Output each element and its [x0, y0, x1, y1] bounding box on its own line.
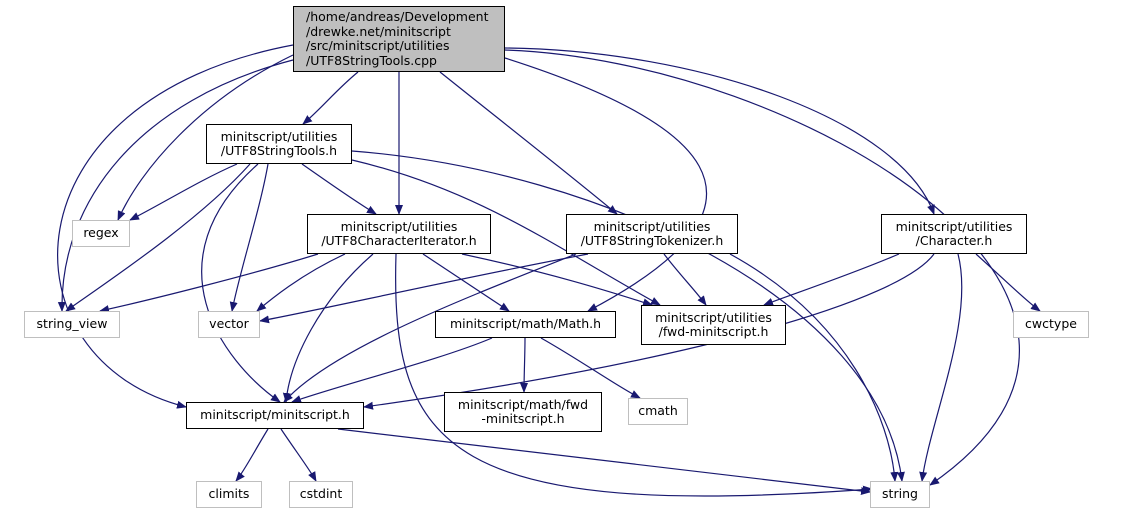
- node-utf8characteriterator-h[interactable]: minitscript/utilities /UTF8CharacterIter…: [307, 214, 491, 254]
- edge-root-to-character_h: [504, 47, 935, 215]
- edge-utf8stringtokenizer_h-to-vector: [259, 253, 589, 324]
- edge-root-to-string: [504, 49, 1020, 486]
- node-label-line: /src/minitscript/utilities: [306, 38, 450, 53]
- node-label-line: vector: [209, 316, 249, 332]
- node-utf8stringtools-h[interactable]: minitscript/utilities /UTF8StringTools.h: [206, 124, 352, 164]
- edge-utf8characteriterator_h-to-string_view: [99, 253, 319, 313]
- edge-minitscript_h-to-cstdint: [280, 428, 317, 482]
- node-label-line: -minitscript.h: [481, 411, 565, 426]
- node-vector: vector: [198, 311, 260, 338]
- node-label-line: /UTF8CharacterIterator.h: [321, 233, 477, 248]
- node-string: string: [870, 481, 930, 508]
- edge-root-to-string_view: [57, 59, 294, 312]
- node-label-line: cstdint: [299, 486, 343, 502]
- edge-utf8characteriterator_h-to-string: [395, 253, 873, 497]
- node-label-line: minitscript/utilities: [340, 218, 458, 234]
- node-label-line: /UTF8StringTokenizer.h: [580, 233, 724, 248]
- node-label-line: minitscript/utilities: [655, 309, 772, 325]
- edge-root-to-math_h: [504, 57, 707, 312]
- edge-minitscript_h-to-climits: [235, 428, 269, 482]
- edge-utf8stringtools_h-to-vector: [229, 163, 269, 312]
- node-minitscript-h[interactable]: minitscript/minitscript.h: [186, 402, 364, 429]
- edge-utf8characteriterator_h-to-math_h: [422, 253, 510, 312]
- node-math-fwd-minitscript-h[interactable]: minitscript/math/fwd -minitscript.h: [444, 392, 602, 432]
- edge-utf8stringtools_h-to-string_view: [65, 163, 251, 312]
- edge-root-to-minitscript_h: [57, 44, 294, 409]
- edge-utf8stringtokenizer_h-to-string: [729, 253, 899, 482]
- node-utf8stringtokenizer-h[interactable]: minitscript/utilities /UTF8StringTokeniz…: [566, 214, 738, 254]
- node-cstdint: cstdint: [289, 481, 353, 508]
- edge-utf8stringtools_h-to-string: [351, 150, 905, 482]
- node-label-line: /drewke.net/minitscript: [306, 23, 451, 39]
- node-string-view: string_view: [24, 311, 120, 338]
- node-label-line: minitscript/utilities: [593, 218, 711, 234]
- edge-utf8characteriterator_h-to-minitscript_h: [282, 253, 374, 403]
- edge-character_h-to-string: [919, 253, 963, 482]
- node-label-line: string_view: [36, 316, 108, 332]
- node-label-line: /UTF8StringTools.cpp: [306, 52, 437, 68]
- edge-utf8stringtokenizer_h-to-fwd_utilities_h: [663, 253, 707, 306]
- node-regex: regex: [72, 220, 130, 247]
- edge-utf8stringtools_h-to-minitscript_h: [201, 163, 281, 403]
- node-label-line: minitscript/minitscript.h: [200, 407, 350, 423]
- node-label-line: minitscript/math/fwd: [457, 396, 589, 412]
- edge-character_h-to-fwd_utilities_h: [763, 253, 900, 306]
- edge-utf8characteriterator_h-to-fwd_utilities_h: [461, 253, 653, 307]
- node-label-line: minitscript/utilities: [895, 218, 1013, 234]
- edge-math_h-to-fwd_math_h: [520, 337, 529, 393]
- node-label-line: /fwd-minitscript.h: [658, 324, 769, 339]
- edge-root-to-utf8stringtools_h: [302, 71, 359, 125]
- edge-utf8stringtools_h-to-regex: [129, 163, 238, 221]
- node-math-h[interactable]: minitscript/math/Math.h: [435, 311, 616, 338]
- node-label-line: minitscript/utilities: [220, 128, 338, 144]
- node-climits: climits: [196, 481, 262, 508]
- edge-utf8stringtokenizer_h-to-minitscript_h: [283, 253, 577, 403]
- node-cmath: cmath: [628, 398, 688, 425]
- node-utf8stringtools-cpp[interactable]: /home/andreas/Development /drewke.net/mi…: [293, 6, 505, 72]
- edge-utf8characteriterator_h-to-vector: [256, 253, 346, 312]
- node-label-line: climits: [208, 486, 250, 502]
- node-cwctype: cwctype: [1013, 311, 1089, 338]
- edge-utf8stringtools_h-to-fwd_utilities_h: [351, 159, 661, 306]
- edge-utf8stringtools_h-to-utf8characteriterator_h: [301, 163, 377, 215]
- node-label-line: /Character.h: [915, 233, 993, 248]
- node-utilities-fwd-minitscript-h[interactable]: minitscript/utilities /fwd-minitscript.h: [641, 305, 786, 345]
- edge-character_h-to-cwctype: [975, 253, 1041, 312]
- node-label-line: /home/andreas/Development: [306, 9, 489, 24]
- node-label-line: cwctype: [1025, 316, 1077, 332]
- edge-root-to-regex: [117, 54, 294, 221]
- node-label-line: string: [882, 486, 918, 502]
- node-label-line: regex: [83, 225, 119, 241]
- edge-math_h-to-cmath: [540, 337, 641, 399]
- node-label-line: cmath: [638, 403, 678, 419]
- node-character-h[interactable]: minitscript/utilities /Character.h: [881, 214, 1027, 254]
- node-label-line: /UTF8StringTools.h: [220, 143, 338, 158]
- edge-math_h-to-minitscript_h: [291, 337, 493, 403]
- node-label-line: minitscript/math/Math.h: [449, 316, 602, 332]
- edge-root-to-utf8stringtokenizer_h: [439, 71, 618, 215]
